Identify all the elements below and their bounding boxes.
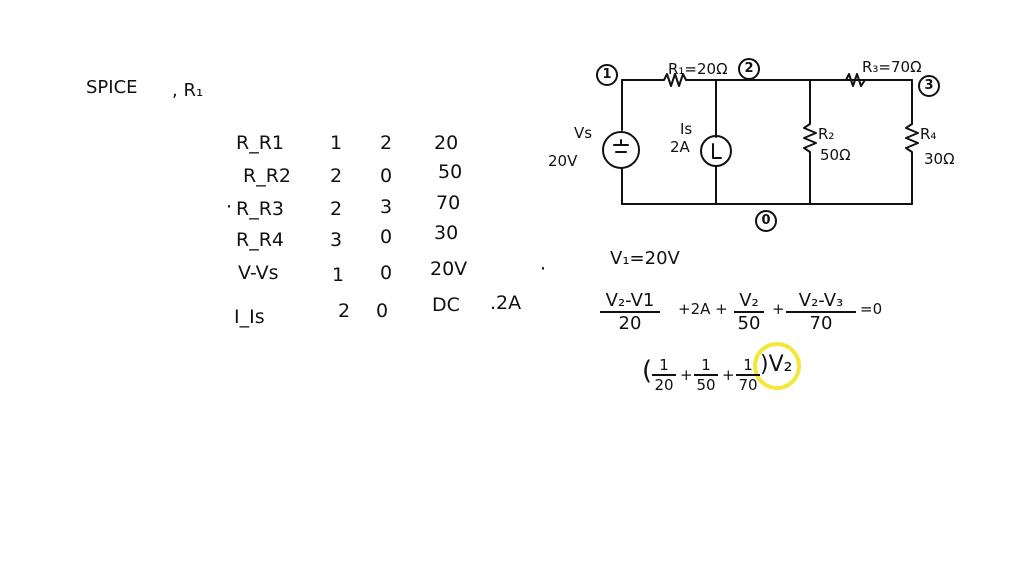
fraction-denominator: 20 [618, 313, 642, 334]
fraction-term: V₂ 50 [734, 290, 764, 334]
fraction-term: 1 50 [694, 356, 718, 394]
fraction-denominator: 50 [696, 376, 716, 394]
netlist-name: R_R2 [243, 165, 291, 187]
plus-2a: +2A + [678, 300, 728, 318]
node-label: 0 [755, 210, 777, 232]
netlist-node1: 1 [330, 132, 343, 154]
fraction-numerator: 1 [694, 356, 718, 376]
r1-label: R₁=20Ω [668, 60, 728, 78]
fraction-denominator: 70 [738, 376, 758, 394]
r2-label: R₂ [818, 125, 835, 143]
netlist-value: 20 [434, 132, 459, 154]
netlist-node2: 0 [380, 226, 393, 248]
netlist-node2: 0 [380, 262, 393, 284]
fraction-denominator: 70 [809, 313, 833, 334]
fraction-term: V₂-V1 20 [600, 290, 660, 334]
vs-source-circle [602, 131, 640, 169]
netlist-node1: 2 [330, 198, 343, 220]
r2-zigzag [803, 79, 817, 205]
netlist-name: R_R3 [236, 198, 284, 220]
netlist-value: DC [432, 294, 460, 316]
r3-label: R₃=70Ω [862, 58, 922, 76]
node-label: 1 [596, 64, 618, 86]
netlist-name: V-Vs [238, 262, 279, 284]
r4-value: 30Ω [924, 150, 955, 168]
fraction-term: 1 20 [652, 356, 676, 394]
netlist-node2: 0 [380, 165, 393, 187]
fraction-term: 1 70 [736, 356, 760, 394]
open-paren: ( [642, 356, 653, 386]
fraction-numerator: V₂-V1 [600, 290, 660, 313]
netlist-value: 30 [434, 222, 459, 244]
is-value: 2A [670, 138, 690, 156]
fraction-numerator: 1 [736, 356, 760, 376]
fraction-denominator: 50 [737, 313, 761, 334]
is-source-circle [700, 135, 732, 167]
is-label: Is [680, 120, 693, 138]
netlist-node1: 2 [330, 165, 343, 187]
netlist-value: 20V [430, 258, 468, 280]
close-paren-v2: )V₂ [760, 352, 793, 377]
plus-sign: + [772, 300, 785, 318]
fraction-term: V₂-V₃ 70 [786, 290, 856, 334]
vs-source-symbol [613, 139, 629, 153]
plus-sign: + [680, 366, 693, 384]
vs-value: 20V [548, 152, 578, 170]
stray-dot: · [226, 196, 233, 218]
node-label: 3 [918, 75, 940, 97]
netlist-name: R_R1 [236, 132, 284, 154]
stray-dot: · [540, 258, 547, 280]
netlist-extra: .2A [490, 292, 522, 314]
r2-value: 50Ω [820, 146, 851, 164]
cursor-highlight-circle [753, 342, 801, 390]
netlist-name: R_R4 [236, 229, 284, 251]
r4-label: R₄ [920, 125, 937, 143]
netlist-node1: 1 [332, 264, 345, 286]
fraction-numerator: 1 [652, 356, 676, 376]
netlist-node1: 2 [338, 300, 351, 322]
netlist-value: 50 [438, 161, 463, 183]
netlist-value: 70 [436, 192, 461, 214]
top-wire-r1 [621, 73, 913, 87]
node-label: 2 [738, 58, 760, 80]
r4-zigzag [905, 79, 919, 205]
vs-label: Vs [574, 124, 593, 142]
fraction-numerator: V₂-V₃ [786, 290, 856, 313]
is-source-symbol [712, 143, 722, 159]
r1-heading: , R₁ [172, 80, 204, 101]
netlist-name: I_Is [234, 306, 265, 328]
fraction-denominator: 20 [654, 376, 674, 394]
netlist-node1: 3 [330, 229, 343, 251]
fraction-numerator: V₂ [734, 290, 764, 313]
spice-heading: SPICE [86, 77, 138, 98]
netlist-node2: 0 [376, 300, 389, 322]
v1-equation: V₁=20V [610, 248, 680, 269]
equals-zero: =0 [860, 300, 883, 318]
plus-sign: + [722, 366, 735, 384]
netlist-node2: 3 [380, 196, 393, 218]
r3-zigzag [845, 73, 866, 87]
netlist-node2: 2 [380, 132, 393, 154]
